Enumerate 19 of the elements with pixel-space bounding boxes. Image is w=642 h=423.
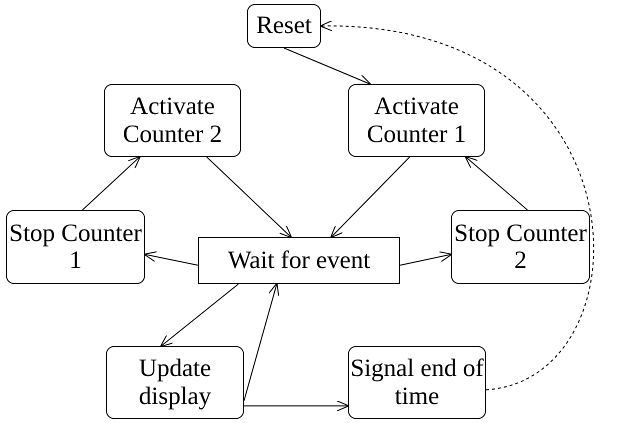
arrow	[244, 282, 280, 402]
state-box: Activate Counter 2	[104, 84, 241, 157]
arrow	[144, 251, 198, 266]
arrow	[464, 156, 528, 210]
state-box: Reset	[247, 4, 321, 48]
arrow	[160, 284, 239, 348]
state-box: Update display	[106, 346, 244, 419]
arrow	[330, 156, 410, 238]
state-box: Signal end of time	[348, 346, 486, 419]
state-box: Stop Counter 2	[451, 210, 590, 284]
arrow	[244, 400, 350, 412]
arrow	[284, 48, 372, 85]
arrow	[82, 156, 141, 210]
state-box: Activate Counter 1	[348, 84, 485, 157]
arrow	[320, 21, 594, 390]
arrow	[400, 251, 452, 266]
state-box: Stop Counter 1	[6, 210, 145, 284]
process-box: Wait for event	[198, 237, 400, 284]
arrow	[206, 156, 292, 238]
